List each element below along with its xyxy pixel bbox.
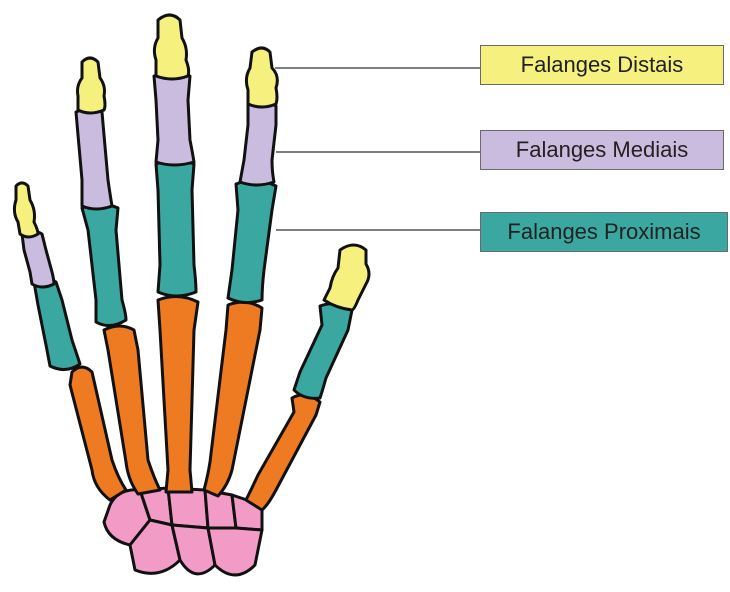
proximal-phalanx-5 [34,279,80,370]
distal-phalanx-3 [154,15,188,79]
label-distal-phalanges: Falanges Distais [480,45,724,85]
middle-phalanx-3 [154,73,194,165]
distal-phalanx-1 [324,245,369,310]
metacarpal-3 [158,296,198,492]
proximal-phalanx-3 [156,160,196,296]
label-proximal-phalanges: Falanges Proximais [480,212,728,252]
metacarpal-bones [70,296,320,510]
carpal-bones [104,488,262,575]
proximal-phalanx-1 [294,304,352,399]
leader-lines [275,68,480,230]
label-middle-phalanges: Falanges Mediais [480,130,724,170]
metacarpal-2 [204,302,262,496]
middle-phalanx-2 [240,101,276,185]
distal-phalanx-5 [14,183,38,237]
metacarpal-1 [246,395,320,510]
middle-phalanx-4 [76,109,112,209]
distal-phalanx-2 [246,48,277,107]
middle-phalanx-5 [22,231,54,287]
distal-phalanx-4 [78,58,106,113]
proximal-phalanx-2 [228,180,276,302]
proximal-phalanx-4 [82,204,126,326]
